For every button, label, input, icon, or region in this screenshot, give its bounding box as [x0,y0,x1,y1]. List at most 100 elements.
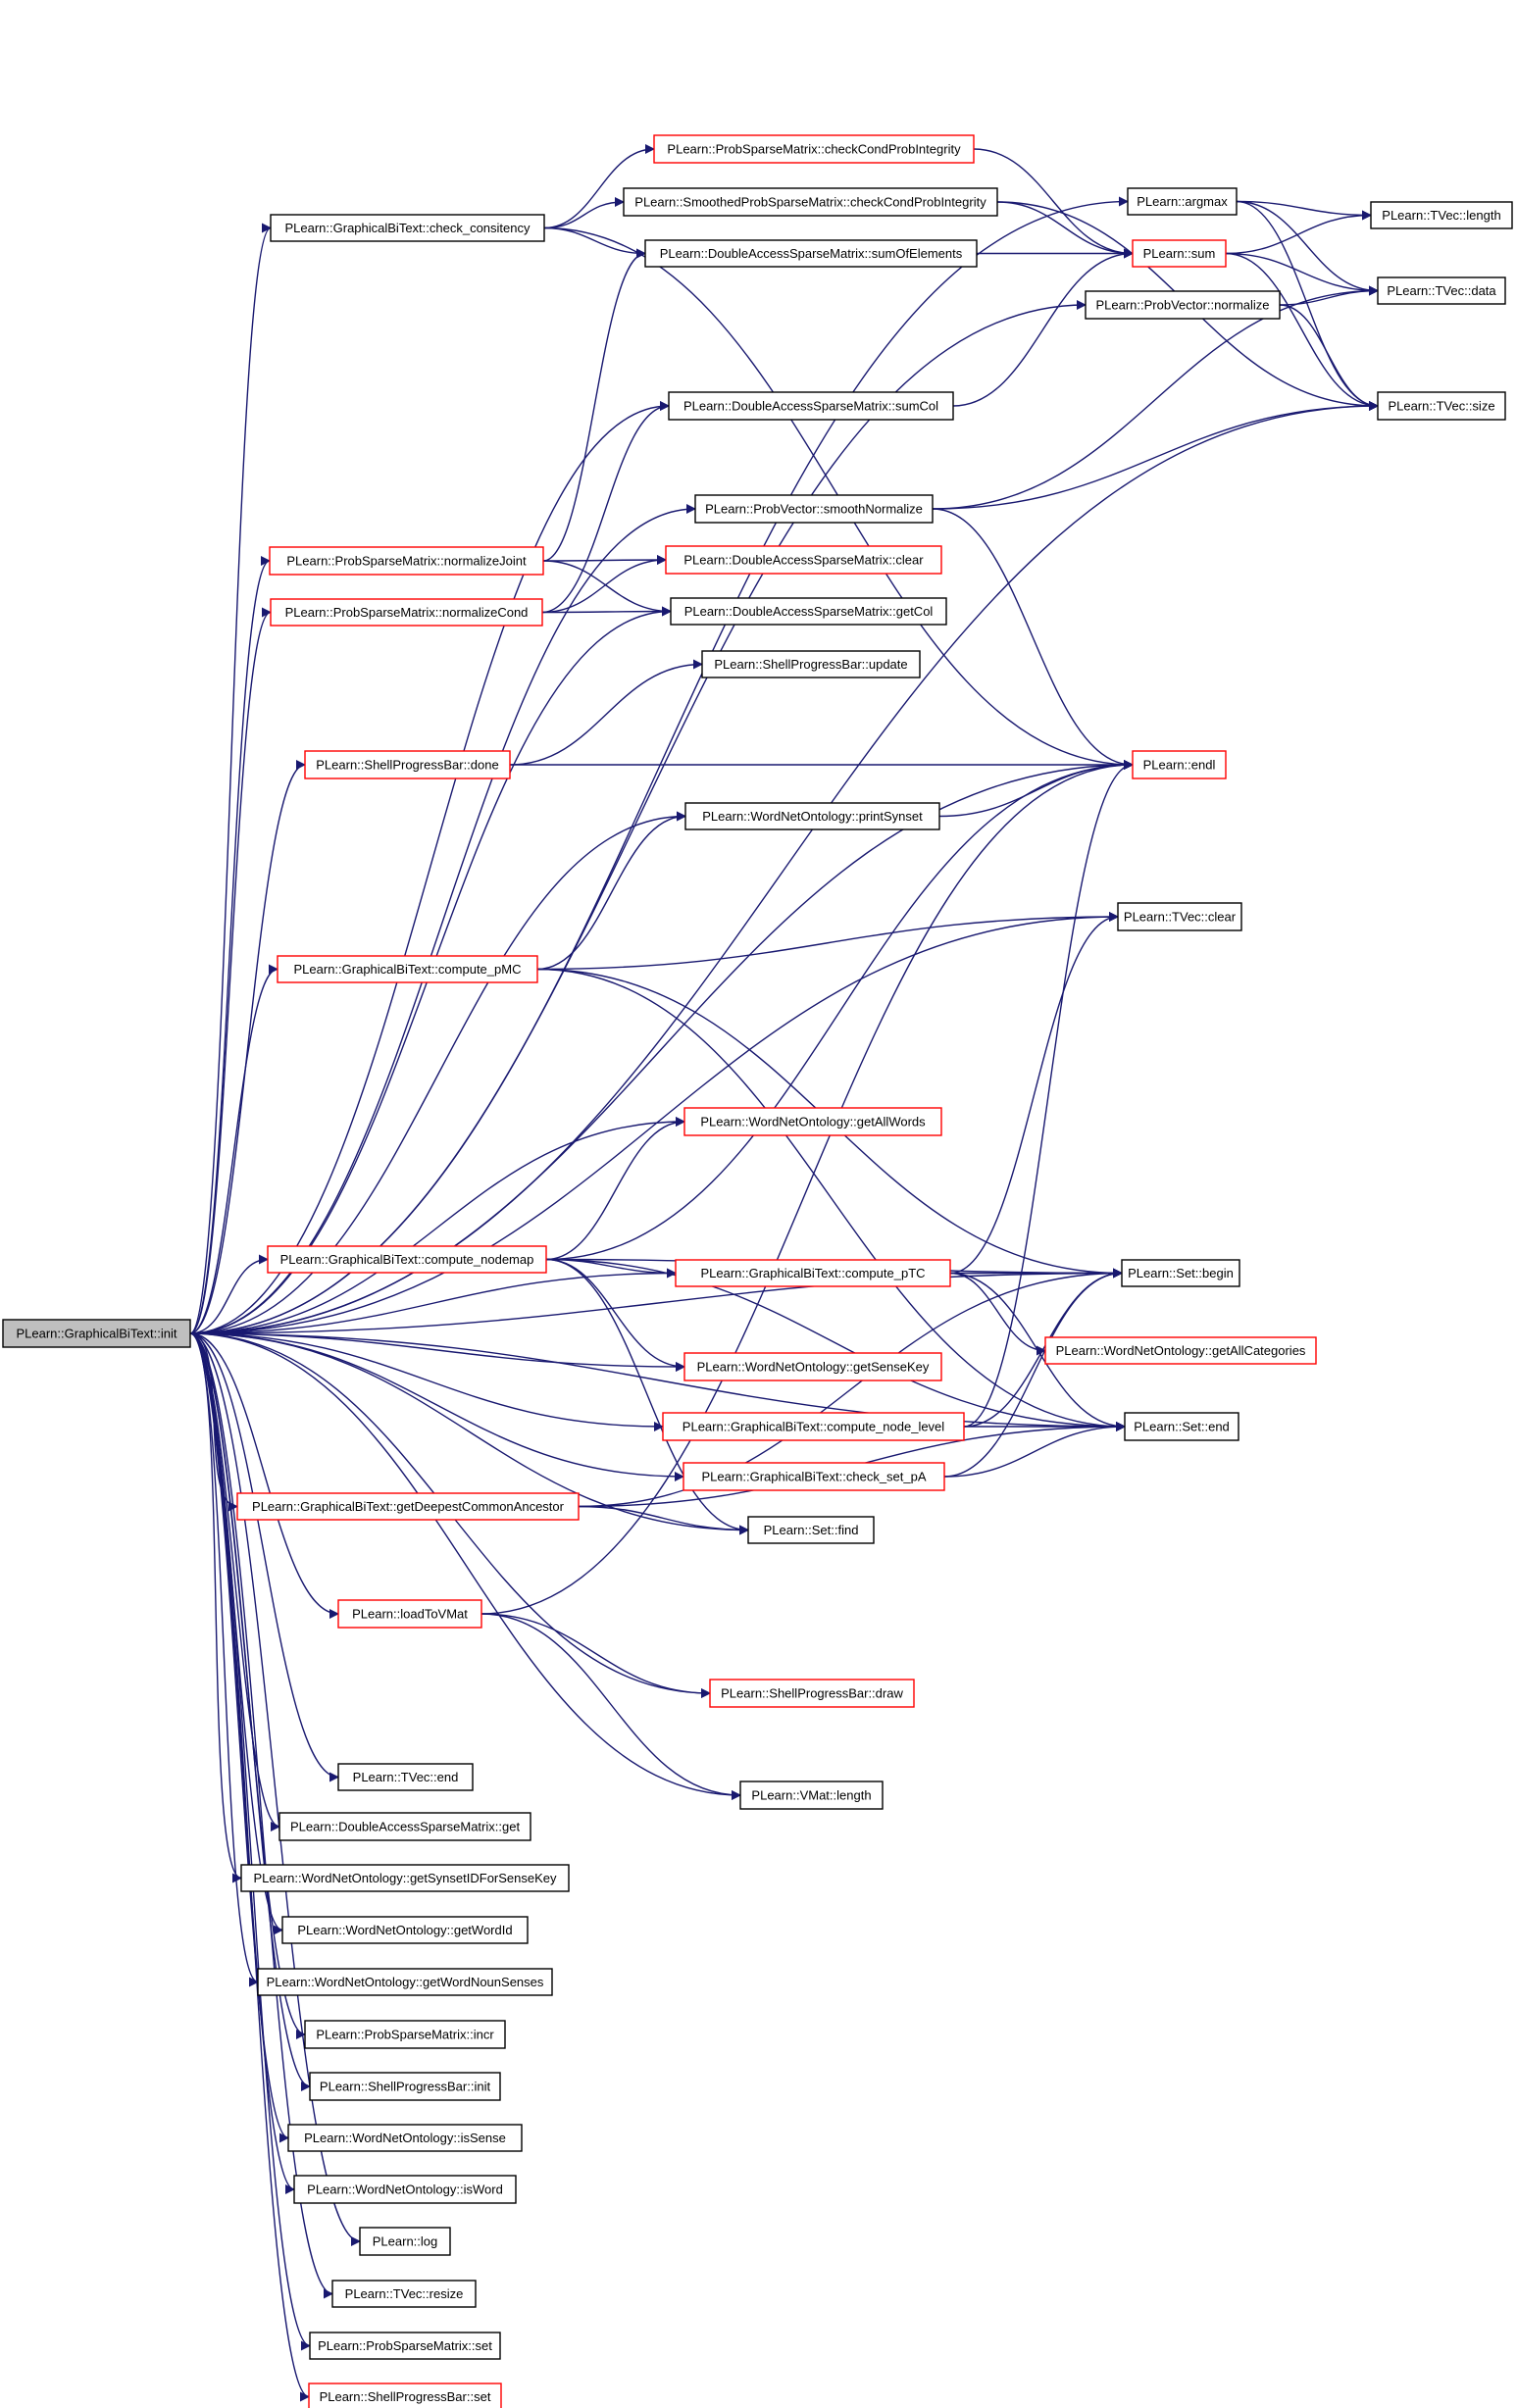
node-box[interactable] [683,1462,945,1491]
node-sum[interactable]: PLearn::sum [1132,239,1227,268]
node-box[interactable] [304,750,511,779]
node-init[interactable]: PLearn::GraphicalBiText::init [2,1319,191,1348]
node-box[interactable] [675,1259,951,1287]
node-smoothNormalize[interactable]: PLearn::ProbVector::smoothNormalize [694,494,934,524]
node-box[interactable] [701,650,921,678]
node-spb-init[interactable]: PLearn::ShellProgressBar::init [309,2072,501,2101]
node-normalizeCond[interactable]: PLearn::ProbSparseMatrix::normalizeCond [270,598,543,627]
node-box[interactable] [1044,1336,1317,1365]
node-box[interactable] [337,1763,474,1791]
node-box[interactable] [277,955,538,983]
node-box[interactable] [1127,187,1238,216]
node-getAllCategories[interactable]: PLearn::WordNetOntology::getAllCategorie… [1044,1336,1317,1365]
node-log[interactable]: PLearn::log [359,2227,451,2256]
node-box[interactable] [2,1319,191,1348]
node-box[interactable] [709,1679,915,1708]
node-compute-pTC[interactable]: PLearn::GraphicalBiText::compute_pTC [675,1259,951,1287]
node-box[interactable] [1121,1259,1240,1287]
node-set-find[interactable]: PLearn::Set::find [747,1516,875,1544]
node-box[interactable] [683,1107,942,1136]
node-box[interactable] [359,2227,451,2256]
node-getDCA[interactable]: PLearn::GraphicalBiText::getDeepestCommo… [236,1492,580,1521]
node-box[interactable] [257,1968,553,1996]
node-box[interactable] [1370,201,1513,229]
node-box[interactable] [665,545,942,575]
node-box[interactable] [683,1352,942,1381]
node-psm-incr[interactable]: PLearn::ProbSparseMatrix::incr [304,2020,506,2049]
node-dasm-get[interactable]: PLearn::DoubleAccessSparseMatrix::get [278,1812,531,1841]
node-check-set-pA[interactable]: PLearn::GraphicalBiText::check_set_pA [683,1462,945,1491]
node-box[interactable] [739,1781,884,1810]
node-box[interactable] [278,1812,531,1841]
node-getCol[interactable]: PLearn::DoubleAccessSparseMatrix::getCol [670,597,947,626]
node-argmax[interactable]: PLearn::argmax [1127,187,1238,216]
node-box[interactable] [653,134,975,164]
node-normalizeJoint[interactable]: PLearn::ProbSparseMatrix::normalizeJoint [269,546,544,576]
node-box[interactable] [670,597,947,626]
node-box[interactable] [281,1916,529,1944]
node-tvec-clear[interactable]: PLearn::TVec::clear [1117,902,1242,931]
node-box[interactable] [1085,290,1281,320]
node-box[interactable] [331,2280,477,2308]
node-box[interactable] [309,2332,501,2360]
node-tvec-size[interactable]: PLearn::TVec::size [1377,391,1506,421]
node-box[interactable] [623,187,998,217]
node-box[interactable] [337,1599,482,1629]
node-vmat-length[interactable]: PLearn::VMat::length [739,1781,884,1810]
node-box[interactable] [1132,750,1227,779]
node-box[interactable] [1117,902,1242,931]
node-psm-set[interactable]: PLearn::ProbSparseMatrix::set [309,2332,501,2360]
node-box[interactable] [1132,239,1227,268]
node-box[interactable] [287,2124,523,2152]
node-box[interactable] [293,2175,517,2204]
node-dasm-clear[interactable]: PLearn::DoubleAccessSparseMatrix::clear [665,545,942,575]
node-box[interactable] [236,1492,580,1521]
node-spb-set[interactable]: PLearn::ShellProgressBar::set [308,2383,502,2408]
node-prob-checkcond[interactable]: PLearn::ProbSparseMatrix::checkCondProbI… [653,134,975,164]
node-smoothed-checkcond[interactable]: PLearn::SmoothedProbSparseMatrix::checkC… [623,187,998,217]
node-box[interactable] [747,1516,875,1544]
node-sumCol[interactable]: PLearn::DoubleAccessSparseMatrix::sumCol [668,391,954,421]
node-getWordId[interactable]: PLearn::WordNetOntology::getWordId [281,1916,529,1944]
node-box[interactable] [270,598,543,627]
node-getSynsetIDForSenseKey[interactable]: PLearn::WordNetOntology::getSynsetIDForS… [240,1864,570,1892]
node-tvec-data[interactable]: PLearn::TVec::data [1377,276,1506,305]
node-probvec-normalize[interactable]: PLearn::ProbVector::normalize [1085,290,1281,320]
node-box[interactable] [304,2020,506,2049]
node-getWordNounSenses[interactable]: PLearn::WordNetOntology::getWordNounSens… [257,1968,553,1996]
node-box[interactable] [269,546,544,576]
node-box[interactable] [1377,391,1506,421]
node-box[interactable] [644,239,978,268]
node-box[interactable] [668,391,954,421]
node-printSynset[interactable]: PLearn::WordNetOntology::printSynset [684,802,940,830]
node-box[interactable] [240,1864,570,1892]
node-compute-pMC[interactable]: PLearn::GraphicalBiText::compute_pMC [277,955,538,983]
node-spb-done[interactable]: PLearn::ShellProgressBar::done [304,750,511,779]
node-isWord[interactable]: PLearn::WordNetOntology::isWord [293,2175,517,2204]
node-compute-node-level[interactable]: PLearn::GraphicalBiText::compute_node_le… [662,1412,965,1441]
node-compute-nodemap[interactable]: PLearn::GraphicalBiText::compute_nodemap [267,1245,547,1274]
node-isSense[interactable]: PLearn::WordNetOntology::isSense [287,2124,523,2152]
node-set-end[interactable]: PLearn::Set::end [1124,1412,1239,1441]
node-endl[interactable]: PLearn::endl [1132,750,1227,779]
node-getAllWords[interactable]: PLearn::WordNetOntology::getAllWords [683,1107,942,1136]
node-box[interactable] [684,802,940,830]
node-tvec-length[interactable]: PLearn::TVec::length [1370,201,1513,229]
node-set-begin[interactable]: PLearn::Set::begin [1121,1259,1240,1287]
node-box[interactable] [309,2072,501,2101]
node-box[interactable] [662,1412,965,1441]
node-box[interactable] [270,214,545,242]
node-box[interactable] [308,2383,502,2408]
node-spb-draw[interactable]: PLearn::ShellProgressBar::draw [709,1679,915,1708]
node-box[interactable] [267,1245,547,1274]
node-spb-update[interactable]: PLearn::ShellProgressBar::update [701,650,921,678]
node-loadToVMat[interactable]: PLearn::loadToVMat [337,1599,482,1629]
node-tvec-resize[interactable]: PLearn::TVec::resize [331,2280,477,2308]
node-box[interactable] [1377,276,1506,305]
node-box[interactable] [1124,1412,1239,1441]
node-getSenseKey[interactable]: PLearn::WordNetOntology::getSenseKey [683,1352,942,1381]
node-check-consitency[interactable]: PLearn::GraphicalBiText::check_consitenc… [270,214,545,242]
node-box[interactable] [694,494,934,524]
node-sumOfElements[interactable]: PLearn::DoubleAccessSparseMatrix::sumOfE… [644,239,978,268]
node-tvec-end[interactable]: PLearn::TVec::end [337,1763,474,1791]
